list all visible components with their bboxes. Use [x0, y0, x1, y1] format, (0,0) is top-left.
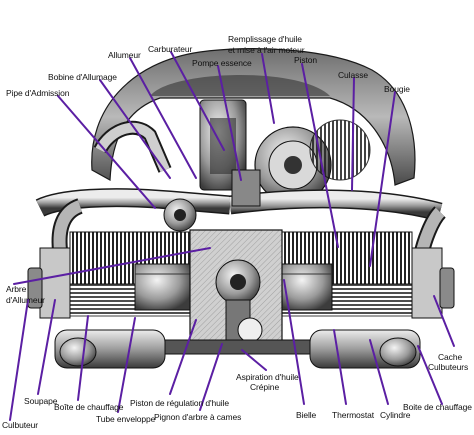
- leader-bougie: [369, 91, 396, 267]
- label-pignon-arbre: Pignon d'arbre à cames: [154, 412, 242, 422]
- label-culbuteur: Culbuteur: [2, 420, 38, 430]
- leader-cylindre: [369, 339, 389, 405]
- generator: [254, 119, 371, 204]
- leader-lines: [9, 51, 455, 421]
- leader-pignon: [199, 343, 223, 411]
- label-bielle: Bielle: [296, 410, 317, 420]
- cylinders: [69, 231, 413, 317]
- cylinder-heads: [27, 247, 455, 319]
- label-aspiration-line2: Crépine: [250, 382, 280, 392]
- label-cache-line1: Cache: [438, 352, 463, 362]
- leader-soupape: [37, 299, 56, 395]
- leader-carburateur: [170, 51, 225, 151]
- label-remplissage-line2: et mise à l'air moteur: [228, 45, 305, 55]
- label-bobine: Bobine d'Allumage: [48, 72, 117, 82]
- label-piston-regulation: Piston de régulation d'huile: [130, 398, 230, 408]
- label-soupape: Soupape: [24, 396, 58, 406]
- label-boite-chauffage-left: Boîte de chauffage: [54, 402, 124, 412]
- leader-arbre: [13, 247, 211, 285]
- label-tube-enveloppe: Tube enveloppe: [96, 414, 156, 424]
- pistons: [134, 263, 333, 311]
- leader-culasse: [351, 77, 355, 191]
- leader-pompe-essence: [217, 65, 242, 181]
- label-pipe-admission: Pipe d'Admission: [6, 88, 70, 98]
- label-thermostat: Thermostat: [332, 410, 374, 420]
- leader-aspiration: [241, 349, 267, 371]
- leader-culbuteur: [9, 299, 29, 421]
- label-carburateur: Carburateur: [148, 44, 193, 54]
- leader-tube-enveloppe: [117, 317, 136, 413]
- leader-piston-regulation: [169, 319, 197, 395]
- label-arbre-line1: Arbre: [6, 284, 27, 294]
- label-aspiration-line1: Aspiration d'huile: [236, 372, 299, 382]
- label-cache-line2: Culbuteurs: [428, 362, 469, 372]
- leader-bobine: [99, 79, 171, 179]
- leader-thermostat: [333, 329, 347, 405]
- crankcase: [189, 229, 283, 351]
- fan-shroud: [91, 48, 416, 186]
- label-remplissage-line1: Remplissage d'huile: [228, 34, 302, 44]
- label-bougie: Bougie: [384, 84, 410, 94]
- leader-remplissage: [261, 53, 275, 124]
- label-allumeur: Allumeur: [108, 50, 141, 60]
- label-pompe-essence: Pompe essence: [192, 58, 252, 68]
- carburettor-stack: [163, 99, 261, 232]
- label-boite-chauffage-right: Boite de chauffage: [403, 402, 472, 412]
- leader-cache-culbuteurs: [433, 295, 455, 347]
- leader-pipe-admission: [57, 95, 156, 209]
- leader-boite-chauffage-left: [77, 315, 89, 401]
- leader-boite-chauffage-right: [417, 345, 443, 405]
- label-culasse: Culasse: [338, 70, 369, 80]
- label-arbre-line2: d'Allumeur: [6, 295, 45, 305]
- label-piston-top: Piston: [294, 55, 318, 65]
- leader-bielle: [283, 279, 305, 405]
- label-cylindre: Cylindre: [380, 410, 411, 420]
- leader-piston-top: [301, 63, 339, 248]
- leader-allumeur: [129, 57, 197, 179]
